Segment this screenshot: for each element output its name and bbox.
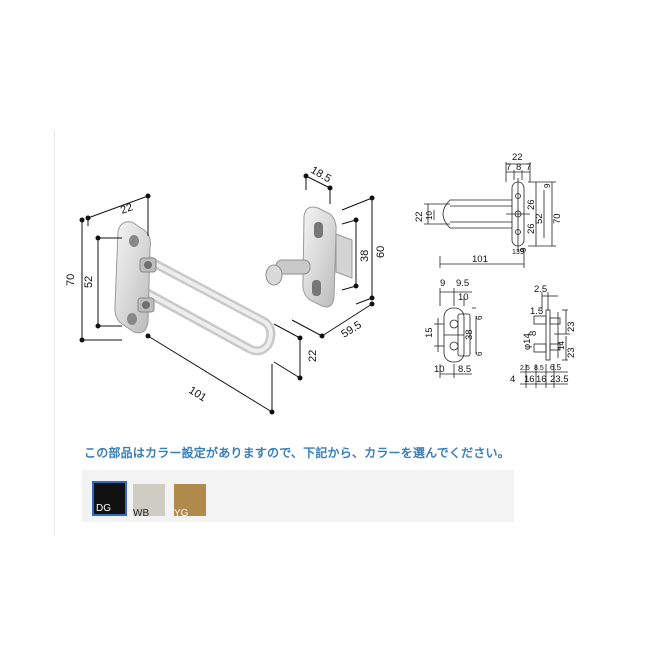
front-view-labels: 9 9.5 10 15 6 38 6 10 8.5	[424, 278, 484, 375]
dim-52: 52	[534, 213, 545, 224]
dim-70: 70	[552, 213, 563, 224]
dim-8: 8	[528, 331, 539, 336]
swatch-wb[interactable]: WB	[133, 484, 165, 519]
dim-22: 22	[512, 152, 523, 163]
dim-8-5: 8.5	[458, 364, 471, 375]
dim-6-5: 6.5	[550, 363, 562, 372]
iso-dimension-lines	[79, 173, 375, 415]
iso-dimension-labels: 22 70 52 101 22 18.5 60 38 59.5	[65, 164, 387, 404]
dim-38: 38	[359, 250, 371, 262]
dim-4: 4	[510, 374, 515, 385]
dim-23-5: 23.5	[550, 374, 569, 385]
dim-6a: 6	[475, 315, 484, 320]
dim-22-top: 22	[119, 201, 135, 216]
dim-8: 8	[516, 162, 521, 173]
dim-18-5: 18.5	[309, 164, 334, 185]
dim-26b: 26	[526, 223, 537, 234]
dim-14: 14	[557, 341, 566, 350]
dim-10: 10	[458, 292, 469, 303]
swatch-yg[interactable]: YG	[174, 484, 206, 519]
dim-101: 101	[186, 384, 208, 404]
dim-22-left: 22	[414, 211, 425, 222]
dim-2-5b: 2.5	[520, 365, 530, 372]
dim-52: 52	[83, 276, 95, 288]
dim-13: 13	[512, 249, 520, 256]
top-view	[424, 162, 556, 268]
dim-15: 15	[424, 327, 435, 338]
swatch-yg-label: YG	[174, 508, 189, 519]
content-left-border	[54, 130, 55, 535]
dim-101: 101	[472, 254, 488, 265]
dim-9: 9	[440, 278, 445, 289]
side-view	[520, 292, 570, 388]
dim-10: 10	[425, 211, 434, 220]
dim-10-bot: 10	[434, 364, 445, 375]
dim-38: 38	[464, 329, 475, 340]
dim-9b: 9	[519, 247, 528, 252]
color-selection-notice: この部品はカラー設定がありますので、下記から、カラーを選んでください。	[84, 446, 510, 460]
dim-1-5: 1.5	[530, 306, 543, 317]
dim-23a: 23	[566, 321, 577, 332]
dim-16b: 16	[536, 374, 547, 385]
swatch-dg[interactable]: DG	[92, 481, 127, 516]
dim-70: 70	[65, 274, 77, 286]
swatch-wb-label: WB	[133, 508, 150, 519]
dim-2-5: 2.5	[534, 284, 547, 295]
dim-22-bottom: 22	[307, 350, 319, 362]
dim-7b: 7	[526, 162, 531, 173]
product-technical-drawing: 22 70 52 101 22 18.5 60 38 59.5	[65, 152, 577, 415]
dim-9c: 9	[520, 249, 524, 256]
dim-16a: 16	[524, 374, 535, 385]
dim-26a: 26	[526, 199, 537, 210]
dim-9a: 9	[543, 183, 552, 188]
dim-60: 60	[375, 246, 387, 258]
dim-8-5: 8.5	[534, 365, 544, 372]
dim-6b: 6	[475, 351, 484, 356]
top-view-labels: 22 7 8 7 9 26 52 70 26 9 22 10 101 13 9	[414, 152, 563, 265]
dim-23b: 23	[566, 347, 577, 358]
swatch-dg-label: DG	[96, 503, 111, 514]
dim-9-5: 9.5	[456, 278, 469, 289]
front-view	[434, 288, 477, 378]
product-illustration	[114, 206, 353, 356]
side-view-labels: 2.5 1.5 23 φ14 8 14 23 2.5 8.5 6.5 4 16 …	[510, 284, 577, 385]
color-swatch-panel: DG WB YG	[82, 470, 514, 522]
dim-7a: 7	[506, 162, 511, 173]
dim-phi14: φ14	[522, 333, 533, 350]
